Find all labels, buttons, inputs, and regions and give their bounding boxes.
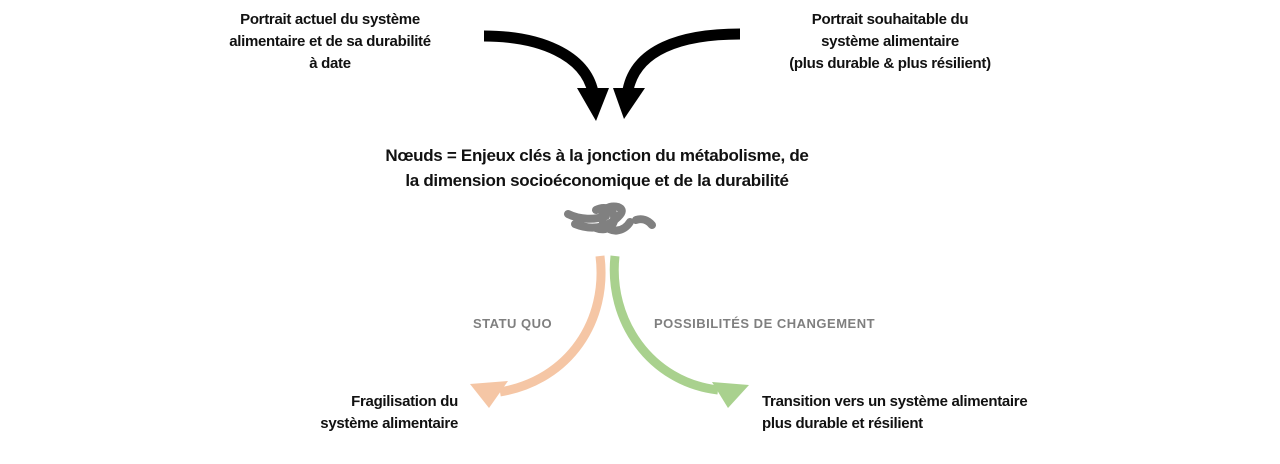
fragilisation-text: Fragilisation du système alimentaire <box>158 391 458 435</box>
text-line: système alimentaire <box>821 33 959 50</box>
arrow-change <box>609 255 749 408</box>
text-line: alimentaire et de sa durabilité <box>229 33 431 50</box>
text-line: système alimentaire <box>320 415 458 432</box>
change-label: POSSIBILITÉS DE CHANGEMENT <box>654 316 876 331</box>
text-line: Transition vers un système alimentaire <box>762 393 1028 410</box>
text-line: Portrait actuel du système <box>240 11 420 28</box>
text-line: la dimension socioéconomique et de la du… <box>405 171 789 190</box>
arrow-desired-portrait <box>613 28 741 119</box>
knot-icon <box>564 202 656 235</box>
statu-quo-label: STATU QUO <box>473 316 553 331</box>
text-line: à date <box>309 55 351 72</box>
nodes-title: Nœuds = Enjeux clés à la jonction du mét… <box>297 143 897 193</box>
text-line: Fragilisation du <box>351 393 458 410</box>
arrow-statu-quo <box>470 255 606 408</box>
text-line: plus durable et résilient <box>762 415 923 432</box>
current-portrait-text: Portrait actuel du système alimentaire e… <box>180 9 480 75</box>
arrow-current-portrait <box>483 30 609 121</box>
text-line: (plus durable & plus résilient) <box>789 55 991 72</box>
transition-text: Transition vers un système alimentaire p… <box>762 391 1162 435</box>
text-line: Nœuds = Enjeux clés à la jonction du mét… <box>385 146 809 165</box>
desired-portrait-text: Portrait souhaitable du système alimenta… <box>740 9 1040 75</box>
text-line: Portrait souhaitable du <box>811 11 969 28</box>
